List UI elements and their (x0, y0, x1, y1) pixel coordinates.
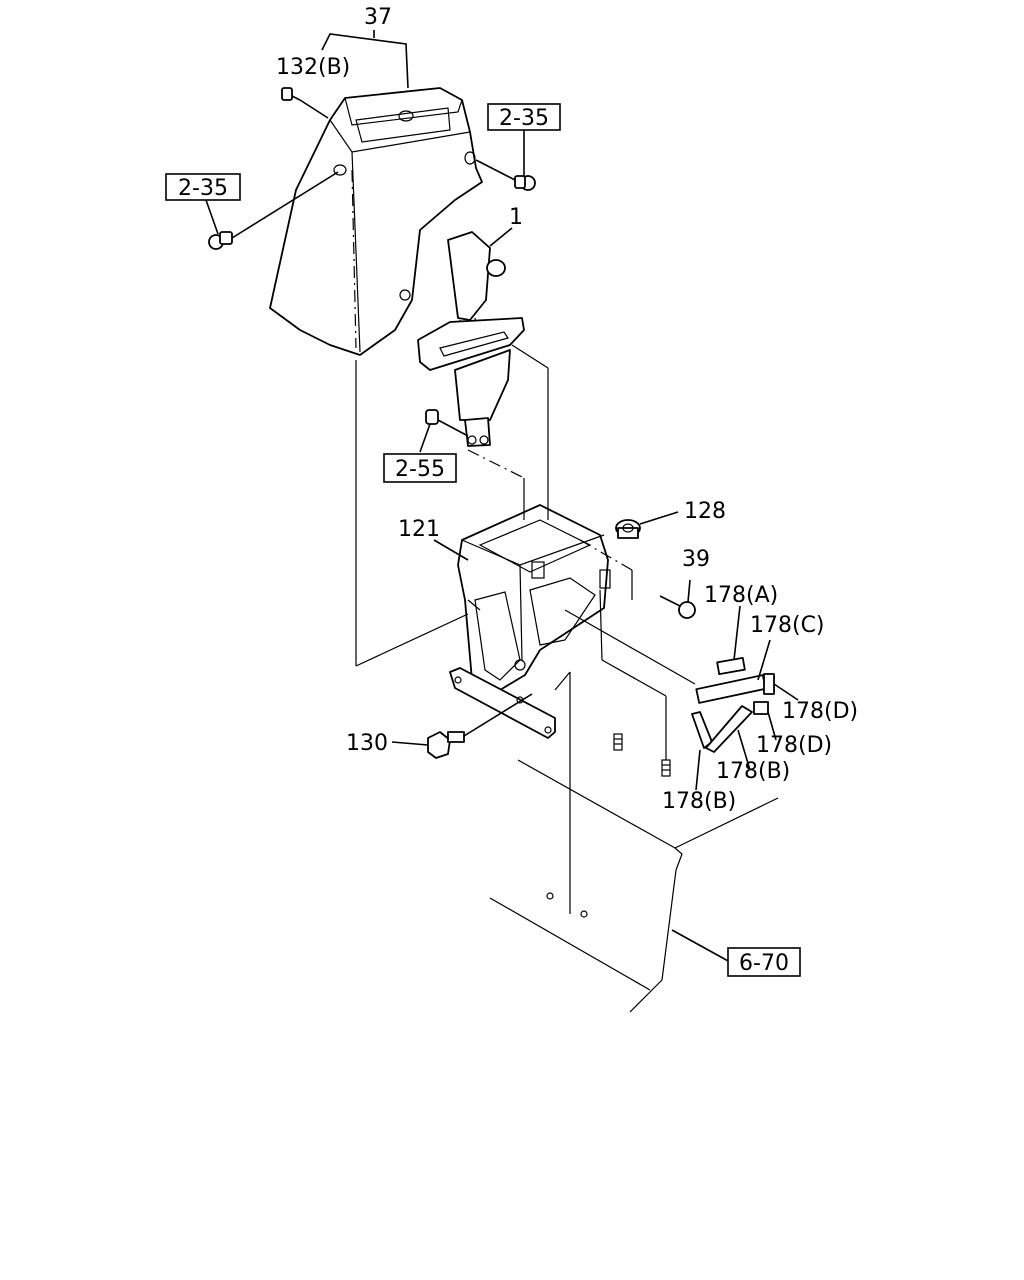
decal-178c-part (695, 674, 767, 704)
callout-178c: 178(C) (750, 613, 825, 638)
clip-right-icon (514, 175, 536, 191)
callout-132b: 132(B) (276, 55, 350, 80)
bolt-130-icon (427, 731, 465, 759)
callout-130: 130 (346, 731, 388, 756)
spring-icon-2 (661, 759, 671, 777)
callout-39: 39 (682, 547, 710, 572)
callout-128: 128 (684, 499, 726, 524)
callout-178b-2: 178(B) (662, 789, 736, 814)
callout-178d-2: 178(D) (756, 733, 832, 758)
callout-37: 37 (364, 5, 392, 30)
shift-lever-part (417, 231, 525, 447)
spring-icon (613, 733, 623, 751)
ref-box-235-left (165, 173, 241, 201)
nut-255-icon (425, 409, 439, 425)
ref-box-670 (727, 947, 801, 977)
clip-left-icon (208, 231, 233, 250)
callout-121: 121 (398, 517, 440, 542)
bracket-part (457, 504, 611, 691)
decal-178a-part (716, 656, 746, 676)
alignment-lines (351, 169, 696, 914)
screw-39-icon (659, 595, 696, 619)
callout-255: 2-55 (395, 457, 445, 482)
screw-132b-icon (281, 87, 301, 101)
nut-128-icon (615, 519, 641, 539)
callout-178d-1: 178(D) (782, 699, 858, 724)
callout-670: 6-70 (739, 951, 789, 976)
console-cover-part (269, 87, 483, 356)
callout-235-right: 2-35 (499, 106, 549, 131)
ref-box-235-right (487, 103, 561, 131)
ref-box-255 (383, 453, 457, 483)
callout-178a: 178(A) (704, 583, 778, 608)
mounting-plate-part (449, 667, 556, 739)
callout-1: 1 (509, 205, 523, 230)
callout-178b-1: 178(B) (716, 759, 790, 784)
callout-235-left: 2-35 (178, 176, 228, 201)
decal-178b-parts (691, 705, 753, 753)
